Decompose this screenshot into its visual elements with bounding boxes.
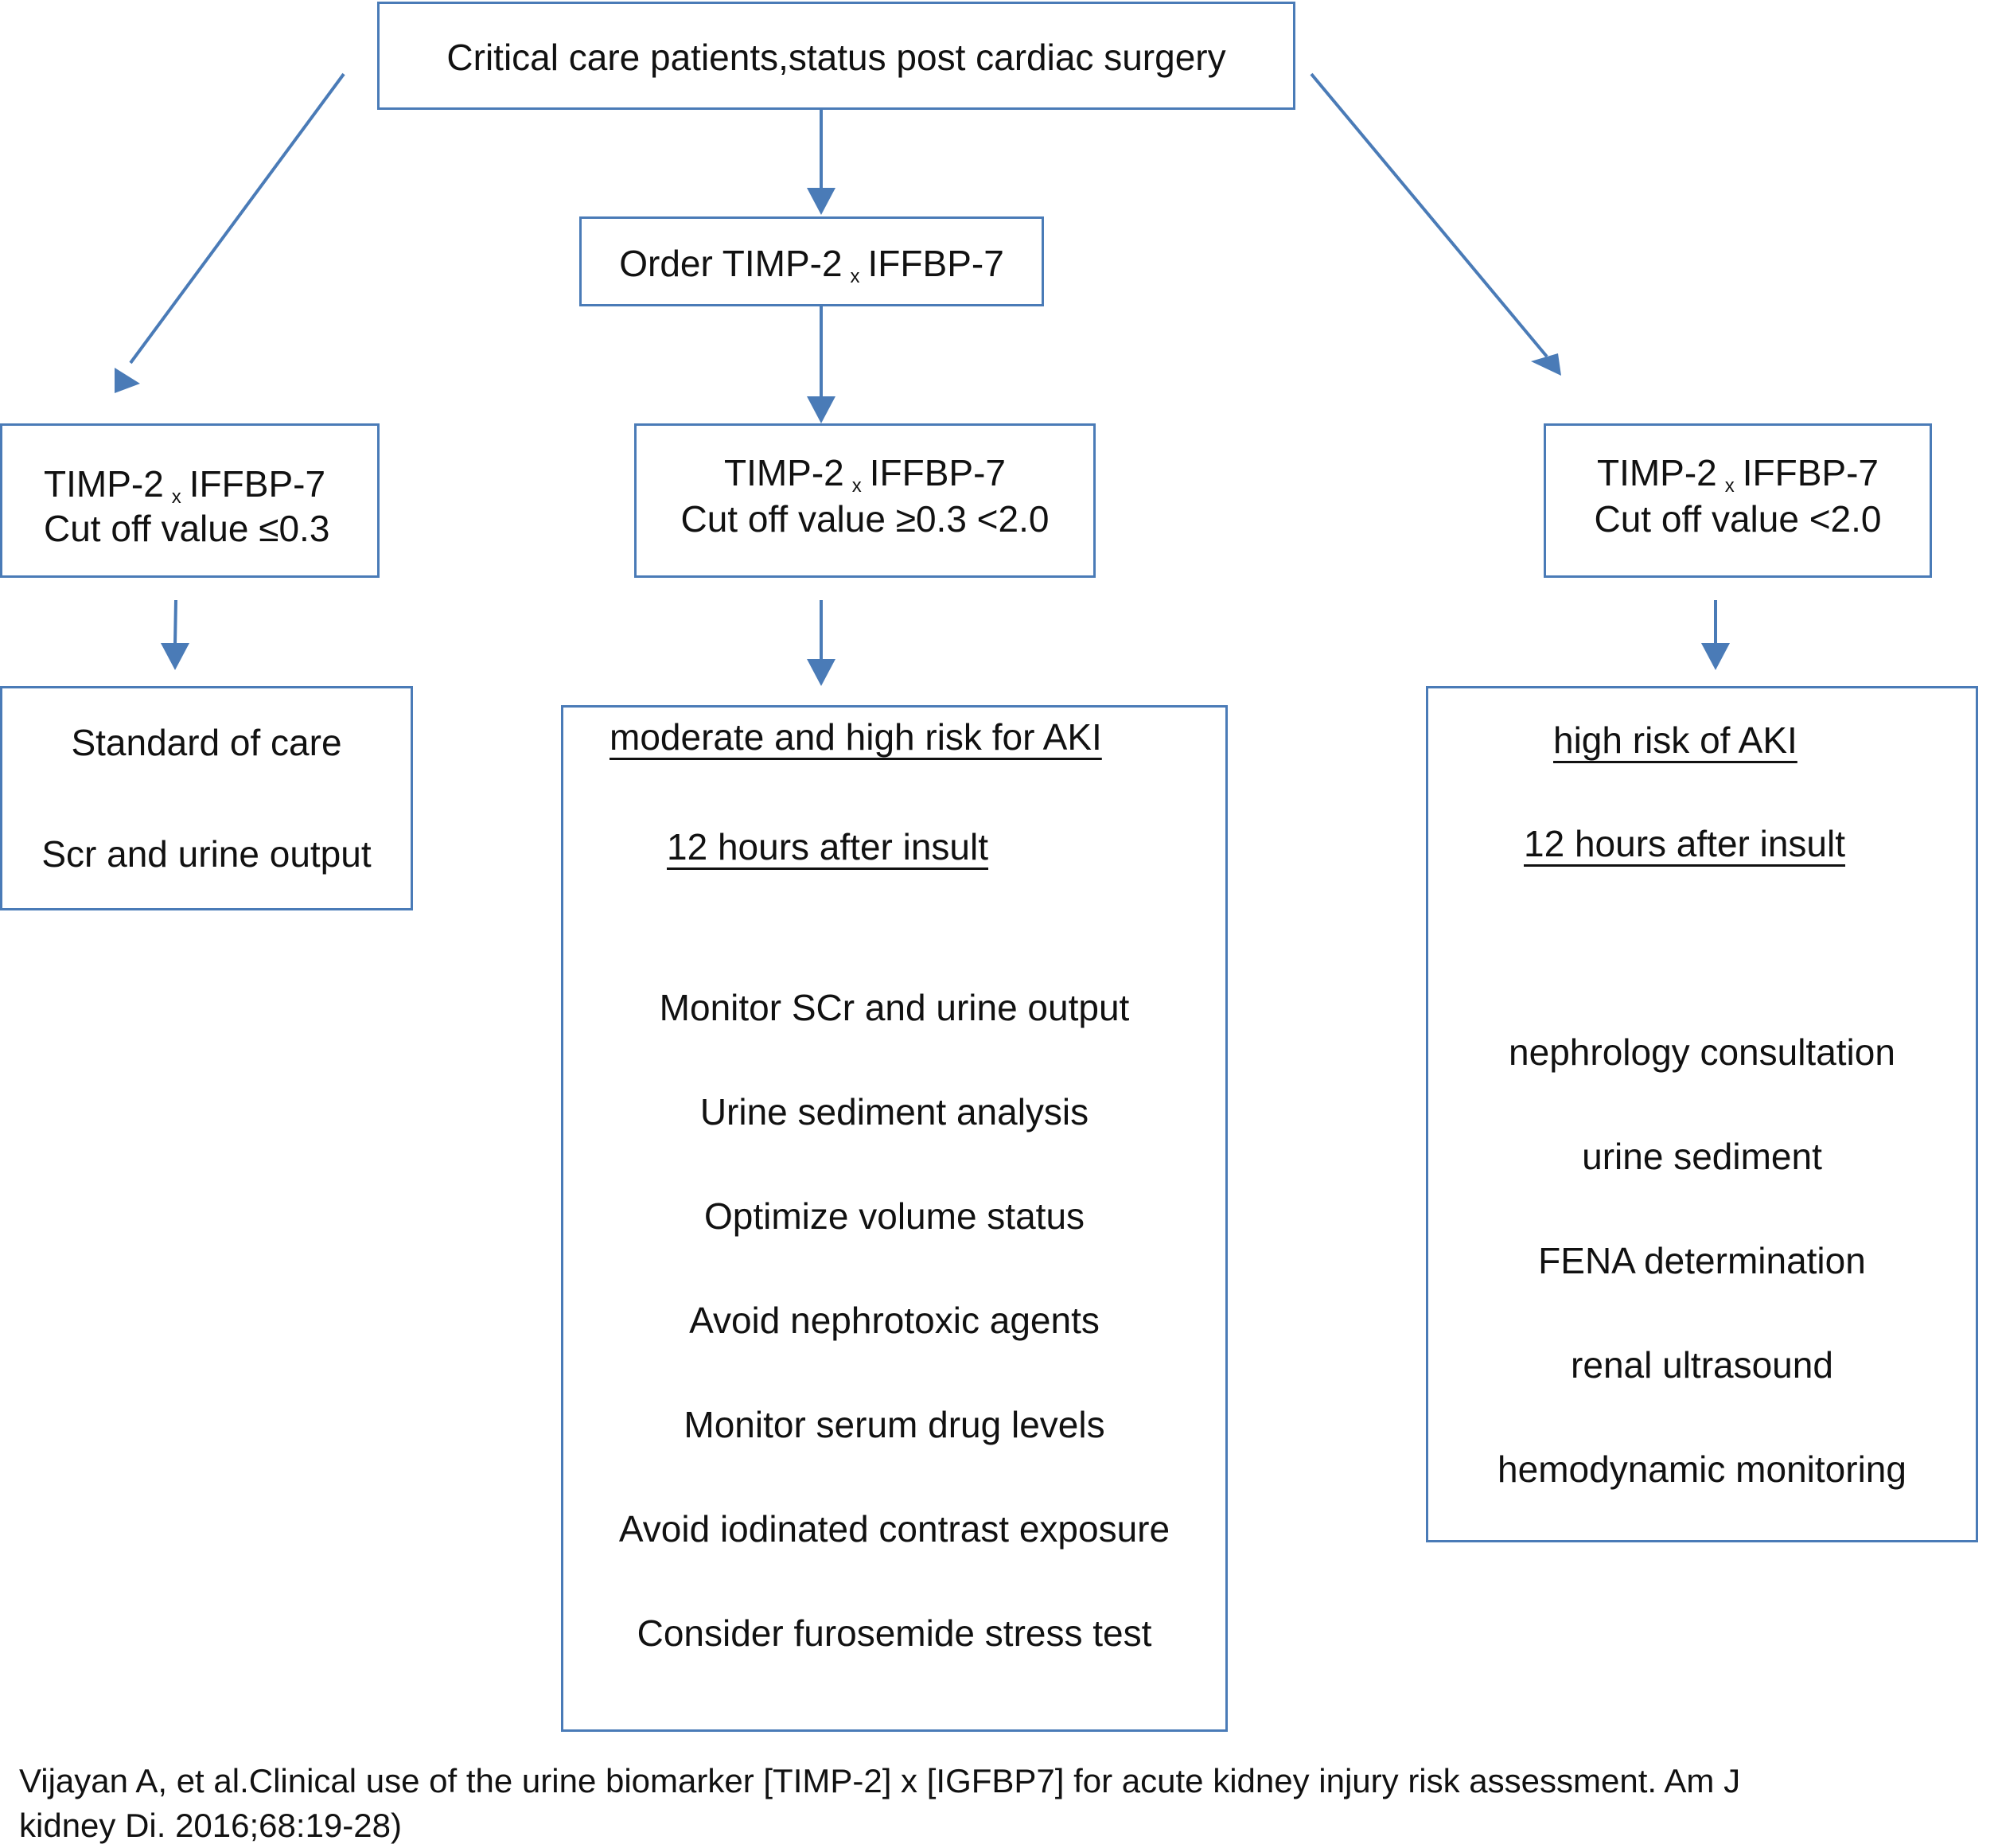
middle-cond-line2: Cut off value ≥0.3 <2.0: [680, 498, 1050, 540]
middle-cond-line1: TIMP-2 x IFFBP-7: [637, 454, 1093, 496]
arrowhead-right-cond-to-action: [1701, 643, 1730, 670]
right-action-item: hemodynamic monitoring: [1498, 1448, 1906, 1490]
arrowhead-top-to-order: [807, 188, 835, 215]
middle-action-item: Monitor serum drug levels: [684, 1404, 1105, 1445]
left-action-line2: Scr and urine output: [41, 833, 372, 875]
middle-action-item: Avoid iodinated contrast exposure: [618, 1508, 1170, 1550]
top-node-label: Critical care patients,status post cardi…: [446, 37, 1226, 78]
citation-line1: Vijayan A, et al.Clinical use of the uri…: [19, 1762, 1741, 1799]
right-cond-x-mark: x: [1724, 475, 1735, 497]
middle-cond-x-mark: x: [851, 475, 862, 497]
left-cond-prefix: TIMP-2: [44, 463, 164, 505]
middle-action-item: Urine sediment analysis: [699, 1091, 1089, 1133]
arrow-top-to-left: [129, 72, 345, 365]
citation-line2: kidney Di. 2016;68:19-28): [19, 1807, 402, 1844]
middle-cond-prefix: TIMP-2: [723, 452, 844, 493]
middle-action-item: Monitor SCr and urine output: [659, 987, 1130, 1028]
citation: Vijayan A, et al.Clinical use of the uri…: [19, 1759, 1740, 1848]
right-action-node: high risk of AKI 12 hours after insult n…: [1426, 686, 1978, 1542]
order-node-label: Order TIMP-2 x IFFBP-7: [582, 245, 1042, 287]
right-action-item: FENA determination: [1538, 1240, 1866, 1281]
arrowhead-order-to-middle: [807, 396, 835, 423]
left-cond-x-mark: x: [171, 486, 181, 508]
arrowhead-middle-cond-to-action: [807, 659, 835, 686]
left-action-node: Standard of care Scr and urine output: [0, 686, 413, 910]
order-node: Order TIMP-2 x IFFBP-7: [579, 216, 1044, 306]
left-condition-node: TIMP-2 x IFFBP-7 Cut off value ≤0.3: [0, 423, 380, 578]
middle-condition-node: TIMP-2 x IFFBP-7 Cut off value ≥0.3 <2.0: [634, 423, 1096, 578]
right-action-item: nephrology consultation: [1509, 1031, 1895, 1073]
left-action-line1: Standard of care: [71, 722, 342, 763]
arrow-top-to-right: [1310, 72, 1548, 358]
right-action-heading: high risk of AKI: [1553, 719, 1797, 761]
right-action-item: urine sediment: [1582, 1136, 1822, 1177]
arrowhead-top-to-right: [1531, 353, 1561, 376]
arrow-left-cond-to-action: [173, 599, 177, 645]
middle-action-node: moderate and high risk for AKI 12 hours …: [561, 705, 1228, 1732]
order-x-mark: x: [850, 266, 860, 287]
left-cond-suffix: IFFBP-7: [189, 463, 326, 505]
arrowhead-left-cond-to-action: [161, 643, 189, 670]
right-condition-node: TIMP-2 x IFFBP-7 Cut off value <2.0: [1544, 423, 1932, 578]
middle-action-timing: 12 hours after insult: [667, 826, 989, 867]
arrowhead-top-to-left: [115, 368, 140, 393]
right-cond-line2: Cut off value <2.0: [1594, 498, 1882, 540]
middle-action-item: Avoid nephrotoxic agents: [689, 1300, 1100, 1341]
middle-action-item: Optimize volume status: [703, 1195, 1085, 1237]
right-cond-prefix: TIMP-2: [1596, 452, 1717, 493]
right-cond-suffix: IFFBP-7: [1742, 452, 1879, 493]
order-prefix: Order TIMP-2: [619, 243, 843, 284]
right-action-item: renal ultrasound: [1571, 1344, 1833, 1386]
right-action-timing: 12 hours after insult: [1524, 823, 1846, 864]
left-cond-line2: Cut off value ≤0.3: [44, 508, 330, 549]
right-cond-line1: TIMP-2 x IFFBP-7: [1546, 454, 1930, 496]
middle-action-item: Consider furosemide stress test: [637, 1612, 1152, 1654]
order-suffix: IFFBP-7: [867, 243, 1004, 284]
top-node: Critical care patients,status post cardi…: [377, 2, 1295, 110]
left-cond-line1: TIMP-2 x IFFBP-7: [44, 466, 325, 507]
middle-cond-suffix: IFFBP-7: [869, 452, 1007, 493]
middle-action-heading: moderate and high risk for AKI: [610, 716, 1102, 758]
